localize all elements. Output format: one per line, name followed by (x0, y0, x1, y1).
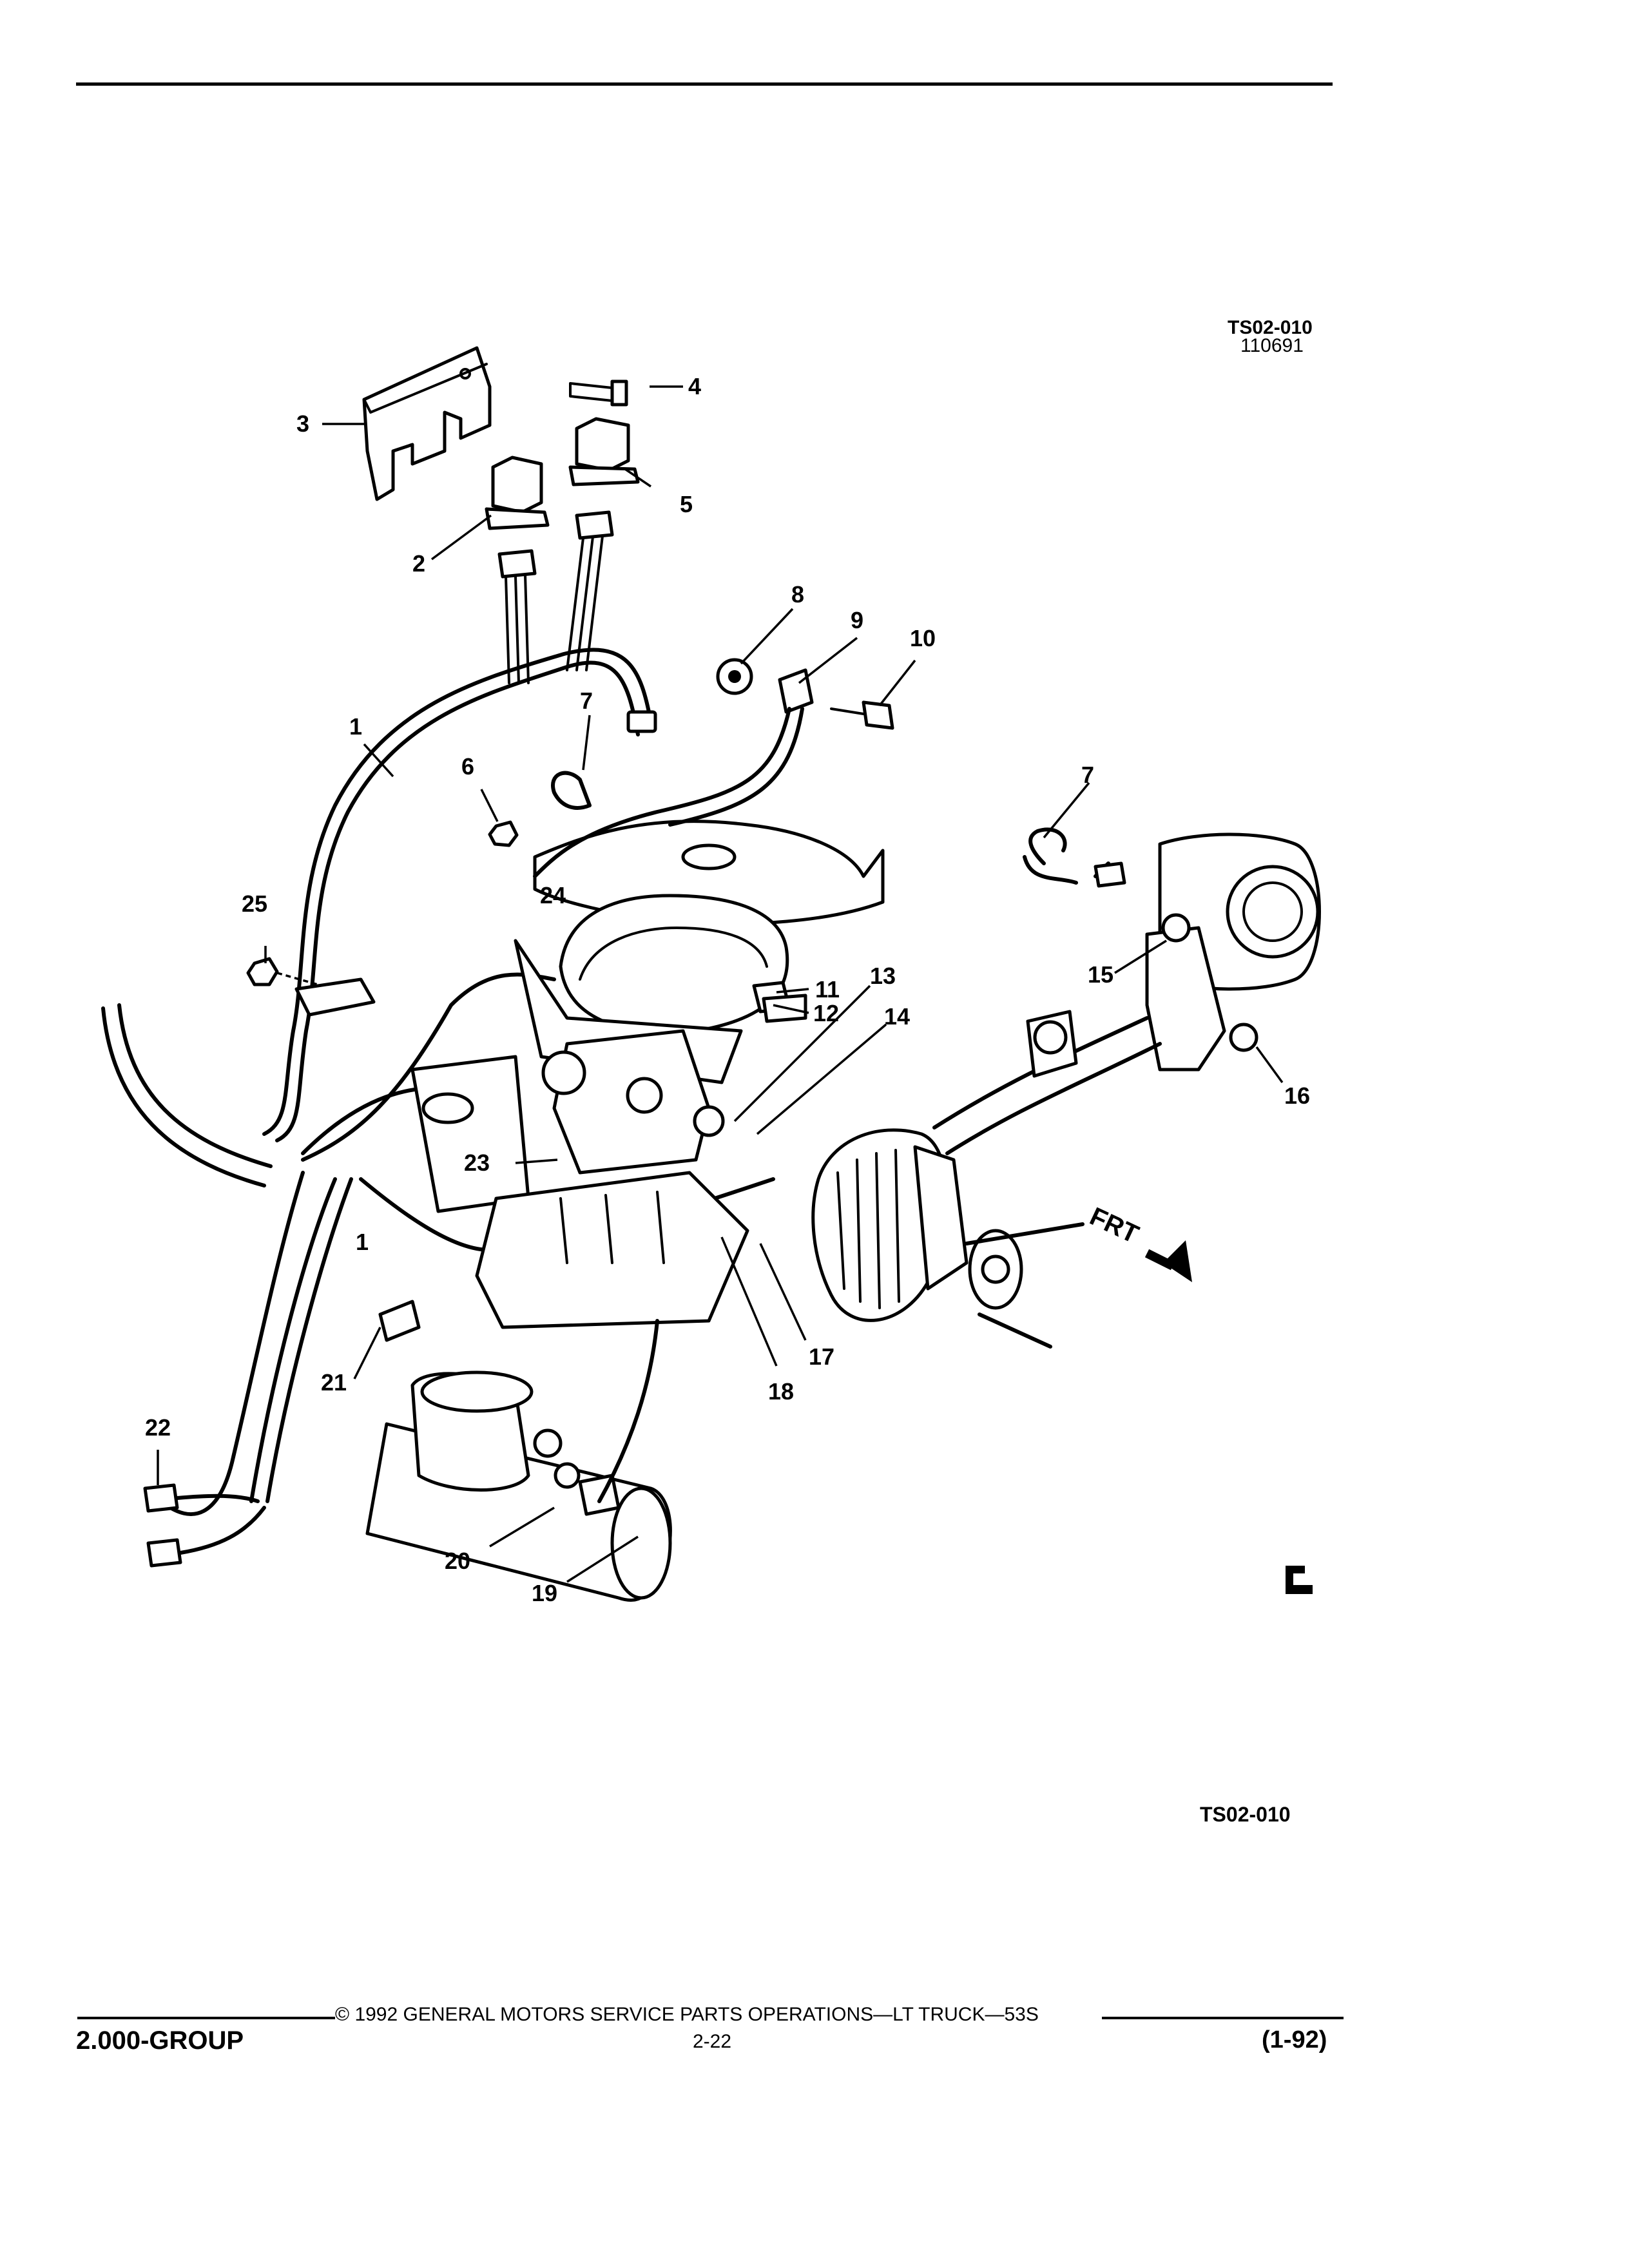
figure-code-bottom: TS02-010 (1200, 1803, 1291, 1826)
figure-date-code: 110691 (1240, 335, 1304, 356)
frt-arrow-icon (1144, 1240, 1192, 1282)
footer-group: 2.000-GROUP (76, 2026, 244, 2055)
callout-1-upper: 1 (349, 713, 363, 740)
callout-13: 13 (870, 963, 896, 989)
harness-end-connectors (143, 1483, 266, 1568)
footer-rule-right (1102, 2017, 1344, 2019)
callout-6: 6 (461, 753, 475, 780)
callout-19: 19 (532, 1580, 558, 1606)
footer-rule-left (77, 2017, 335, 2019)
callout-8: 8 (791, 581, 805, 608)
callout-22: 22 (145, 1414, 171, 1441)
callout-20: 20 (445, 1548, 471, 1574)
ground-strap (533, 658, 894, 878)
harness-bolt (378, 1300, 421, 1342)
callout-4: 4 (688, 373, 702, 399)
callout-3: 3 (296, 410, 310, 437)
relay-2 (485, 456, 550, 530)
callout-9: 9 (851, 607, 864, 633)
callout-leaders (157, 385, 1284, 1583)
callout-21: 21 (321, 1369, 347, 1396)
callout-24: 24 (540, 882, 566, 908)
footer-copyright: © 1992 GENERAL MOTORS SERVICE PARTS OPER… (335, 2004, 1039, 2025)
callout-7-left: 7 (580, 687, 593, 714)
callout-12: 12 (813, 1000, 840, 1026)
callout-2: 2 (412, 550, 426, 577)
callout-15: 15 (1088, 961, 1114, 988)
callout-10: 10 (910, 625, 936, 651)
callout-7-right: 7 (1081, 762, 1095, 788)
relay-connectors (497, 510, 614, 684)
bracket-screw (569, 380, 628, 407)
harness-clip-left (551, 771, 592, 810)
figure-code-top: TS02-010 (1228, 317, 1313, 338)
alternator (811, 1128, 1084, 1349)
harness-nut (488, 820, 519, 847)
publisher-logo-mark (1286, 1566, 1313, 1594)
callout-25: 25 (242, 890, 268, 917)
relay-bracket (362, 346, 492, 501)
callout-14: 14 (884, 1003, 911, 1030)
callout-17: 17 (809, 1343, 835, 1370)
bracket-nut (246, 957, 279, 986)
engine-assembly (410, 820, 885, 1329)
harness-bracket (294, 977, 376, 1017)
footer-page-number: 2-22 (693, 2031, 732, 2052)
callout-1-lower: 1 (356, 1229, 369, 1255)
callout-5: 5 (680, 491, 693, 517)
starter-motor (365, 1319, 672, 1602)
ac-compressor (932, 827, 1321, 1155)
callout-23: 23 (464, 1149, 490, 1176)
callout-18: 18 (768, 1378, 795, 1405)
relay-5 (568, 417, 640, 486)
header-rule (76, 82, 1333, 86)
callout-11: 11 (815, 976, 840, 1003)
callout-16: 16 (1284, 1082, 1311, 1109)
footer-revision: (1-92) (1262, 2026, 1327, 2053)
